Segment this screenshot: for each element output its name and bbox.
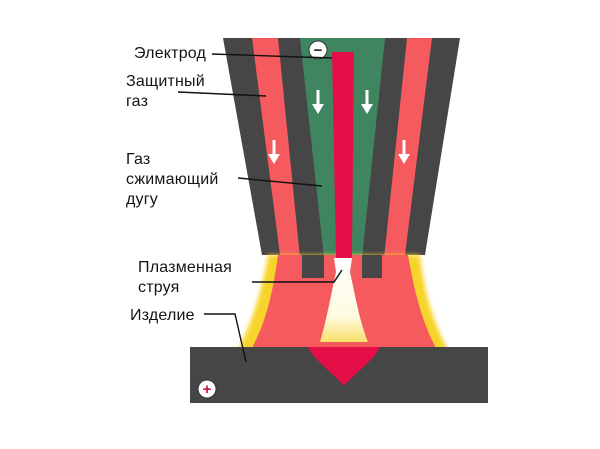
label-plasma-line1: Плазменная <box>138 259 233 276</box>
label-arc-gas-line3: дугу <box>126 191 158 208</box>
electrode-rod <box>332 52 354 258</box>
label-shield-gas-line1: Защитный <box>126 73 205 90</box>
label-arc-gas-line2: сжимающий <box>126 171 219 188</box>
flow-arrow-shield-right <box>398 140 410 164</box>
leader-arc-gas <box>237 177 323 187</box>
leader-electrode <box>211 53 333 59</box>
leader-shield-gas <box>177 91 267 97</box>
inner-nozzle-tip <box>302 255 324 278</box>
label-shield-gas-line2: газ <box>126 93 149 110</box>
flow-arrow-arcgas-right <box>361 90 373 114</box>
negative-sign: − <box>314 42 323 59</box>
flow-arrow-shield-left <box>268 140 280 164</box>
positive-terminal-icon: + <box>197 379 217 399</box>
leader-plasma <box>252 269 343 283</box>
negative-terminal-icon: − <box>308 40 328 60</box>
positive-sign: + <box>203 381 212 398</box>
plasma-jet <box>320 258 368 342</box>
molten-pool <box>308 347 380 386</box>
leader-workpiece <box>204 313 247 363</box>
label-plasma-line2: струя <box>138 279 180 296</box>
label-electrode: Электрод <box>134 45 207 62</box>
label-workpiece: Изделие <box>130 307 195 324</box>
inner-nozzle-tip-right <box>362 255 382 278</box>
flow-arrow-arcgas-left <box>312 90 324 114</box>
label-arc-gas-line1: Газ <box>126 151 151 168</box>
